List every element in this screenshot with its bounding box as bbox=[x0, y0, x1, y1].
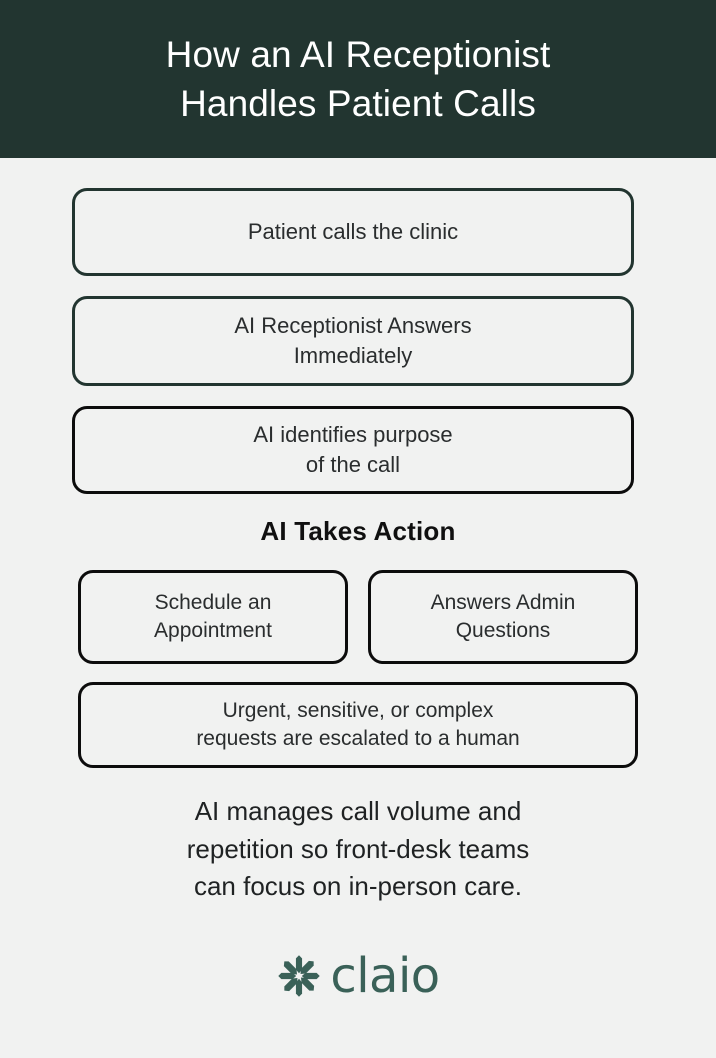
action-box-label: Schedule an Appointment bbox=[154, 590, 272, 642]
poster-header: How an AI Receptionist Handles Patient C… bbox=[0, 0, 716, 158]
poster-body: Patient calls the clinic AI Receptionist… bbox=[0, 158, 716, 1058]
flow-step-label: AI Receptionist Answers Immediately bbox=[234, 313, 472, 368]
page-title: How an AI Receptionist Handles Patient C… bbox=[165, 33, 551, 124]
flow-step-escalation-to-human: Urgent, sensitive, or complex requests a… bbox=[78, 682, 638, 768]
action-branch-row: Schedule an Appointment Answers Admin Qu… bbox=[78, 570, 638, 664]
starburst-asterisk-icon bbox=[278, 955, 321, 997]
flow-step-label: AI identifies purpose of the call bbox=[253, 422, 453, 477]
brand-logo: claio bbox=[0, 952, 716, 1000]
action-box-answers-admin-questions: Answers Admin Questions bbox=[368, 570, 638, 664]
brand-wordmark: claio bbox=[330, 948, 440, 1004]
flow-step-patient-calls: Patient calls the clinic bbox=[72, 188, 634, 276]
action-box-schedule-appointment: Schedule an Appointment bbox=[78, 570, 348, 664]
flow-step-ai-answers: AI Receptionist Answers Immediately bbox=[72, 296, 634, 386]
flow-step-ai-identifies-purpose: AI identifies purpose of the call bbox=[72, 406, 634, 494]
flow-step-label: Patient calls the clinic bbox=[247, 219, 459, 245]
action-box-label: Answers Admin Questions bbox=[430, 590, 576, 642]
section-heading-ai-takes-action: AI Takes Action bbox=[260, 516, 456, 546]
summary-paragraph: AI manages call volume and repetition so… bbox=[186, 796, 530, 902]
flow-step-label: Urgent, sensitive, or complex requests a… bbox=[196, 698, 520, 750]
